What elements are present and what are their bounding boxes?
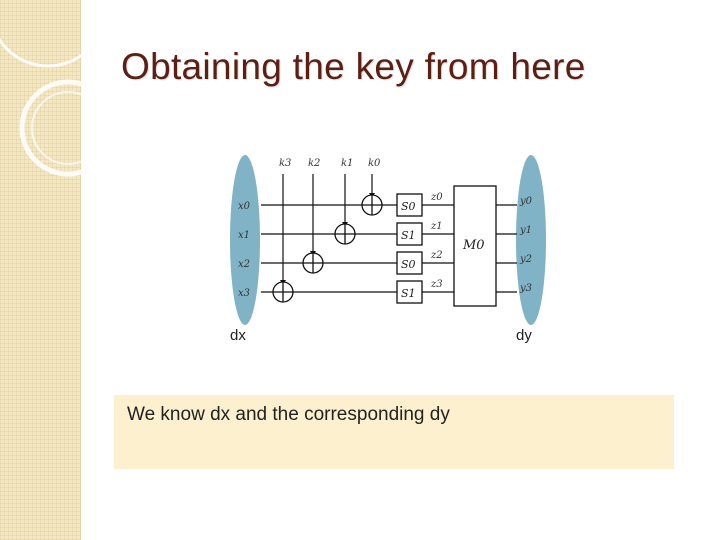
output-label-y1: y1: [519, 225, 532, 236]
input-difference-ellipse: [230, 155, 260, 325]
output-difference-label: dy: [516, 327, 532, 344]
output-label-y2: y2: [519, 254, 532, 265]
key-label-k2: k2: [308, 158, 320, 169]
output-label-y3: y3: [519, 283, 532, 294]
sbox-label-2: S0: [401, 258, 416, 271]
xor-gate-2: [302, 252, 324, 274]
xor-gate-0: [361, 194, 383, 216]
sbox-label-1: S1: [401, 229, 416, 242]
sbox-label-3: S1: [401, 287, 416, 300]
mixing-layer-label: M0: [462, 238, 485, 253]
intermediate-label-z0: z0: [430, 192, 443, 203]
cipher-diagram: k3 k2 k1 k0 x0 x1 x2 x3: [230, 155, 546, 325]
xor-gate-3: [272, 281, 294, 303]
intermediate-label-z3: z3: [430, 279, 443, 290]
intermediate-label-z1: z1: [430, 221, 443, 232]
xor-gate-1: [334, 223, 356, 245]
key-label-k1: k1: [341, 158, 353, 169]
input-difference-label: dx: [230, 327, 246, 344]
decorative-circles: [0, 37, 90, 177]
output-label-y0: y0: [519, 196, 533, 207]
note-box: We know dx and the corresponding dy: [114, 395, 674, 469]
input-label-x0: x0: [238, 201, 251, 212]
intermediate-label-z2: z2: [430, 250, 443, 261]
slide-title: Obtaining the key from here: [121, 46, 586, 87]
input-label-x3: x3: [238, 288, 250, 299]
input-label-x1: x1: [238, 230, 250, 241]
output-difference-ellipse: [516, 155, 546, 325]
note-text: We know dx and the corresponding dy: [127, 404, 450, 425]
sbox-label-0: S0: [401, 200, 416, 213]
input-label-x2: x2: [238, 259, 250, 270]
key-label-k0: k0: [368, 158, 381, 169]
key-label-k3: k3: [279, 158, 291, 169]
mixing-layer-box: [453, 185, 497, 307]
